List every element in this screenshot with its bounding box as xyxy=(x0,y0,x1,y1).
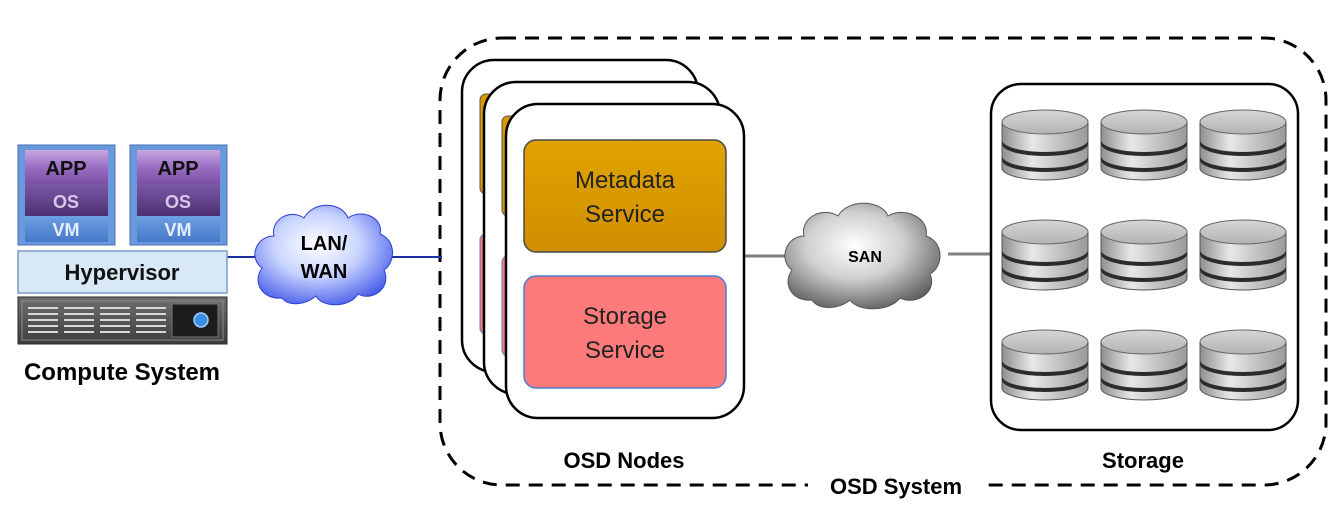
metadata-service-line2: Service xyxy=(585,201,665,228)
os-layer xyxy=(137,184,220,216)
storage-service-line1: Storage xyxy=(583,303,667,330)
osd-nodes-caption: OSD Nodes xyxy=(563,448,684,473)
disk-icon xyxy=(1001,219,1089,291)
san-label: SAN xyxy=(848,249,882,266)
vm-layer xyxy=(137,216,220,242)
disk-icon xyxy=(1100,219,1188,291)
disk-icon xyxy=(1001,109,1089,181)
vm-stack-1: APP OS VM xyxy=(17,144,116,246)
disk-icon xyxy=(1100,329,1188,401)
san-cloud: SAN xyxy=(784,202,941,310)
disk-icon xyxy=(1100,109,1188,181)
storage-caption: Storage xyxy=(1102,448,1184,473)
storage-array xyxy=(989,82,1300,432)
disk-icon xyxy=(1199,219,1287,291)
os-layer xyxy=(25,184,108,216)
disk-icon xyxy=(1199,109,1287,181)
vm-layer xyxy=(25,216,108,242)
server-icon xyxy=(17,296,228,345)
osd-nodes: Metadata Service Storage Service xyxy=(460,58,746,420)
compute-system: APP OS VM APP OS VM Hypervisor xyxy=(17,144,228,386)
hypervisor-label: Hypervisor xyxy=(65,260,180,285)
vm-label: VM xyxy=(165,220,192,240)
hypervisor-bar xyxy=(17,250,228,294)
osd-system-caption-bg xyxy=(808,470,983,500)
os-label: OS xyxy=(53,192,79,212)
metadata-service-line1: Metadata xyxy=(575,167,676,194)
metadata-service-box xyxy=(523,139,727,253)
lan-wan-cloud: LAN/ WAN xyxy=(254,204,393,306)
storage-service-line2: Service xyxy=(585,337,665,364)
disk-icon xyxy=(1199,329,1287,401)
app-label: APP xyxy=(157,158,198,180)
vm-stack-2: APP OS VM xyxy=(129,144,228,246)
vm-label: VM xyxy=(53,220,80,240)
compute-system-caption: Compute System xyxy=(24,359,220,386)
lan-label-line1: LAN/ xyxy=(301,233,348,255)
storage-service-box xyxy=(523,275,727,389)
lan-label-line2: WAN xyxy=(301,261,348,283)
app-layer xyxy=(25,150,108,184)
os-label: OS xyxy=(165,192,191,212)
disk-icon xyxy=(1001,329,1089,401)
app-layer xyxy=(137,150,220,184)
osd-system-caption: OSD System xyxy=(830,474,962,499)
app-label: APP xyxy=(45,158,86,180)
